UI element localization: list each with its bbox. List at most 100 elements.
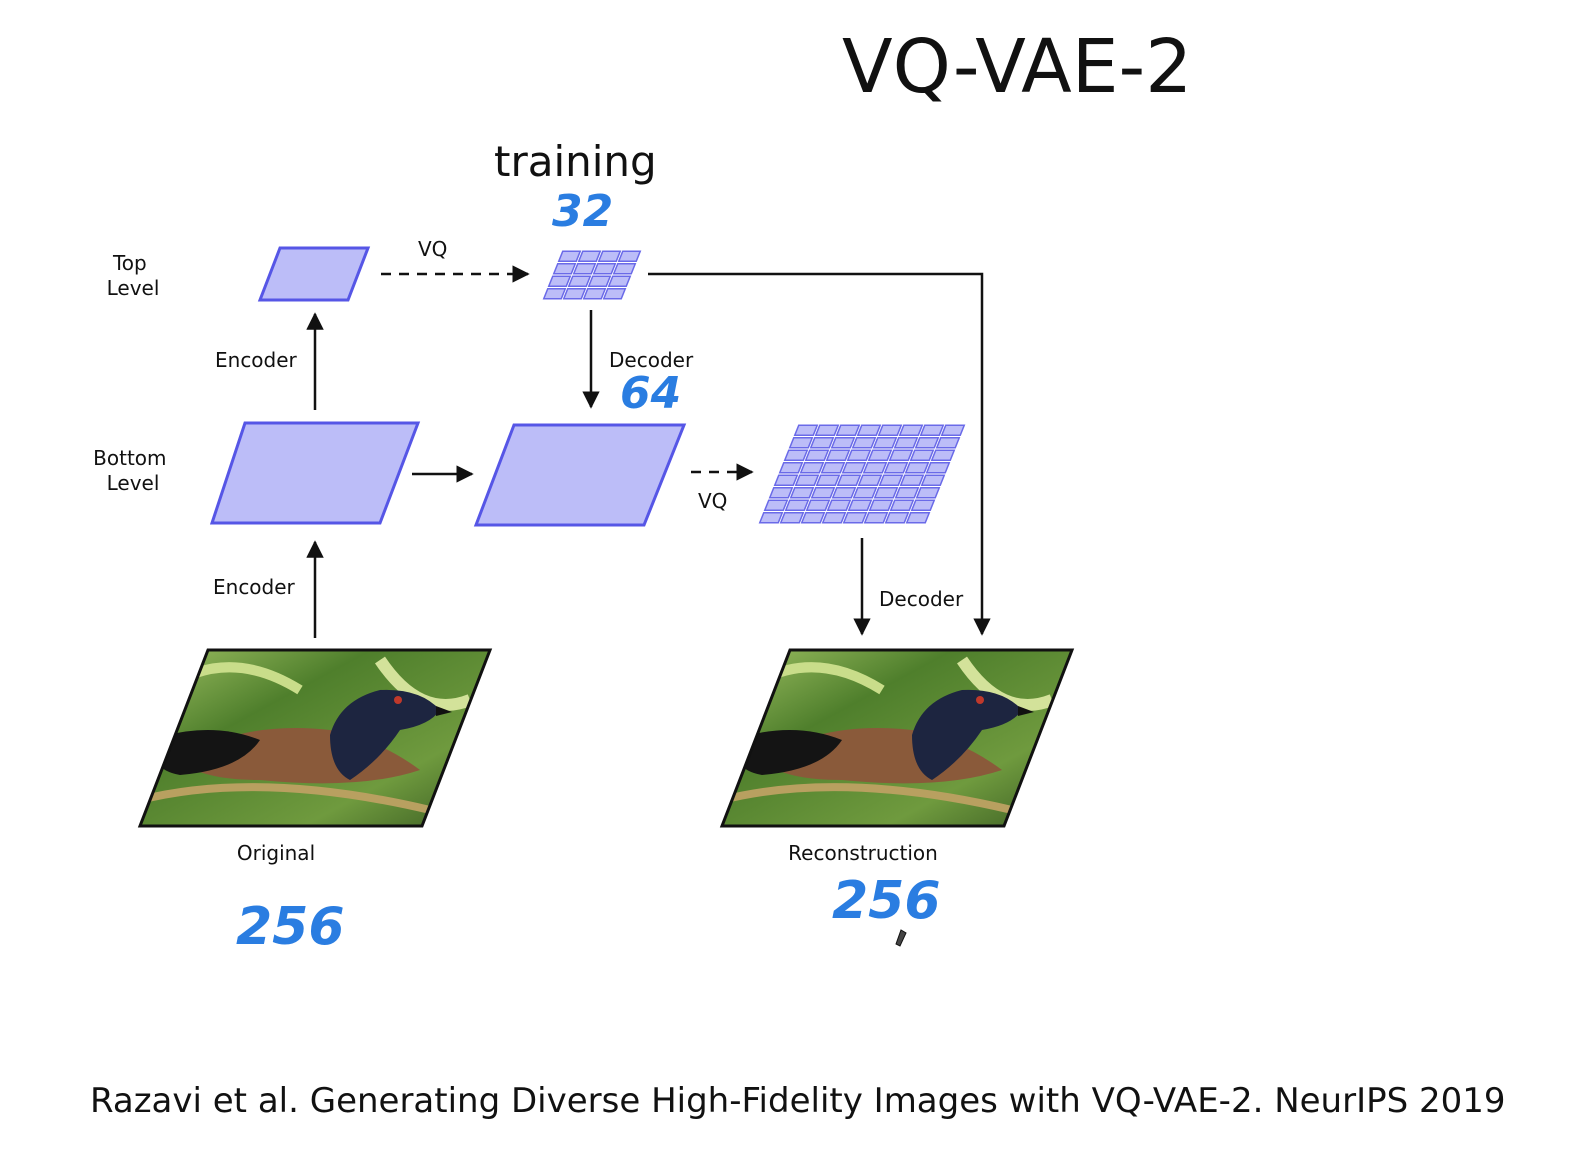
- reconstruction-label: Reconstruction: [788, 841, 938, 865]
- grid-cell: [910, 499, 936, 511]
- grid-cell: [884, 512, 910, 524]
- grid-cell: [826, 499, 852, 511]
- top-latent-plane: [257, 246, 371, 302]
- grid-cell: [572, 263, 597, 275]
- grid-cell: [552, 263, 577, 275]
- grid-cell: [763, 499, 789, 511]
- grid-cell: [914, 437, 940, 449]
- grid-cell: [856, 424, 882, 436]
- grid-cell: [831, 487, 857, 499]
- grid-cell: [612, 263, 637, 275]
- grid-cell: [815, 474, 841, 486]
- grid-cell: [940, 424, 966, 436]
- grid-cell: [577, 250, 602, 262]
- top-quantized-grid: [542, 250, 642, 300]
- grid-cell: [810, 487, 836, 499]
- grid-cell: [820, 462, 846, 474]
- handwritten-decoder-size: 64: [620, 368, 681, 419]
- grid-cell: [867, 449, 893, 461]
- grid-cell: [905, 512, 931, 524]
- grid-cell: [587, 275, 612, 287]
- grid-cell: [930, 449, 956, 461]
- grid-cell: [904, 462, 930, 474]
- grid-cell: [821, 512, 847, 524]
- grid-cell: [793, 424, 819, 436]
- grid-cell: [789, 487, 815, 499]
- encoder-top-label: Encoder: [215, 348, 298, 372]
- grid-cell: [898, 424, 924, 436]
- grid-cell: [800, 512, 826, 524]
- grid-cell: [597, 250, 622, 262]
- grid-cell: [842, 512, 868, 524]
- grid-cell: [617, 250, 642, 262]
- pen-cursor-icon: [895, 929, 907, 947]
- grid-cell: [607, 275, 632, 287]
- grid-cell: [778, 462, 804, 474]
- grid-cell: [542, 288, 567, 300]
- grid-cell: [788, 437, 814, 449]
- grid-cell: [830, 437, 856, 449]
- grid-cell: [851, 437, 877, 449]
- grid-cell: [547, 275, 572, 287]
- grid-cell: [883, 462, 909, 474]
- grid-cell: [868, 499, 894, 511]
- grid-cell: [935, 437, 961, 449]
- grid-cell: [847, 499, 873, 511]
- grid-cell: [835, 424, 861, 436]
- bottom-quantized-grid: [758, 424, 966, 524]
- grid-cell: [899, 474, 925, 486]
- handwritten-reconstruction-size: 256: [832, 871, 941, 931]
- encoder-bottom-label: Encoder: [213, 575, 296, 599]
- original-image: [137, 648, 493, 828]
- grid-cell: [909, 449, 935, 461]
- citation-text: Razavi et al. Generating Diverse High-Fi…: [90, 1081, 1506, 1121]
- grid-cell: [919, 424, 945, 436]
- grid-cell: [783, 449, 809, 461]
- grid-cell: [893, 437, 919, 449]
- grid-cell: [809, 437, 835, 449]
- grid-cell: [582, 288, 607, 300]
- bottom-conditioned-plane: [473, 423, 687, 527]
- grid-cell: [825, 449, 851, 461]
- reconstruction-image: [719, 648, 1075, 828]
- grid-cell: [784, 499, 810, 511]
- grid-cell: [758, 512, 784, 524]
- top-level-label: Top Level: [107, 251, 160, 300]
- decoder-top-label: Decoder: [609, 348, 694, 372]
- grid-cell: [794, 474, 820, 486]
- grid-cell: [888, 449, 914, 461]
- decoder-bottom-label: Decoder: [879, 587, 964, 611]
- vq-bottom-label: VQ: [698, 489, 727, 513]
- slide-title: VQ-VAE-2: [842, 24, 1192, 110]
- grid-cell: [805, 499, 831, 511]
- bottom-latent-plane: [209, 421, 421, 525]
- grid-cell: [602, 288, 627, 300]
- grid-cell: [779, 512, 805, 524]
- grid-cell: [836, 474, 862, 486]
- grid-cell: [814, 424, 840, 436]
- grid-cell: [857, 474, 883, 486]
- grid-cell: [592, 263, 617, 275]
- grid-cell: [863, 512, 889, 524]
- handwritten-top-size: 32: [552, 186, 613, 237]
- grid-cell: [873, 487, 899, 499]
- grid-cell: [804, 449, 830, 461]
- grid-cell: [925, 462, 951, 474]
- grid-cell: [889, 499, 915, 511]
- grid-cell: [846, 449, 872, 461]
- grid-cell: [567, 275, 592, 287]
- grid-cell: [862, 462, 888, 474]
- top-skip-arrow: [648, 272, 991, 636]
- grid-cell: [878, 474, 904, 486]
- grid-cell: [562, 288, 587, 300]
- grid-cell: [877, 424, 903, 436]
- vq-top-label: VQ: [418, 237, 447, 261]
- bottom-level-label: Bottom Level: [93, 446, 173, 495]
- handwritten-original-size: 256: [236, 897, 345, 957]
- grid-cell: [773, 474, 799, 486]
- grid-cell: [852, 487, 878, 499]
- grid-cell: [841, 462, 867, 474]
- grid-cell: [915, 487, 941, 499]
- grid-cell: [799, 462, 825, 474]
